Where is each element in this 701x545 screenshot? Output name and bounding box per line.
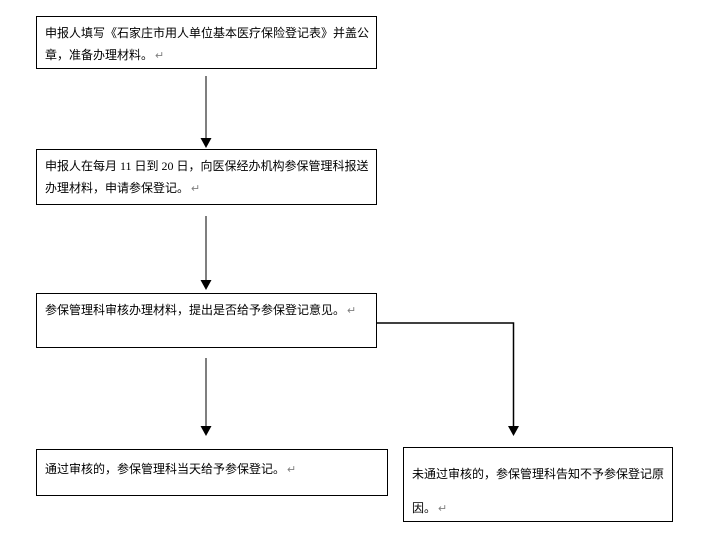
paragraph-return-mark: ↵ xyxy=(287,464,297,476)
arrow-head-review-to-rejected xyxy=(508,426,519,436)
step-text-line: 申报人在每月 11 日到 20 日，向医保经办机构参保管理科报送 xyxy=(45,159,369,173)
step-text: 因。 xyxy=(412,501,437,515)
paragraph-return-mark: ↵ xyxy=(438,503,448,515)
flow-step-submit-application: 申报人在每月 11 日到 20 日，向医保经办机构参保管理科报送 办理材料，申请… xyxy=(36,149,377,205)
paragraph-return-mark: ↵ xyxy=(347,305,357,317)
arrow-head-submit-to-review xyxy=(200,280,212,290)
step-text-line: 参保管理科审核办理材料，提出是否给予参保登记意见。↵ xyxy=(45,299,368,322)
step-text-line: 申报人填写《石家庄市用人单位基本医疗保险登记表》并盖公 xyxy=(45,26,370,40)
step-text: 通过审核的，参保管理科当天给予参保登记。 xyxy=(45,462,286,476)
flow-step-prepare-materials: 申报人填写《石家庄市用人单位基本医疗保险登记表》并盖公 章，准备办理材料。↵ xyxy=(36,16,377,69)
arrow-head-review-to-approved xyxy=(200,426,212,436)
step-text-line: 因。↵ xyxy=(412,491,664,526)
step-text-line: 未通过审核的，参保管理科告知不予参保登记原 xyxy=(412,467,665,481)
flow-step-approved-registration: 通过审核的，参保管理科当天给予参保登记。↵ xyxy=(36,449,388,496)
step-text: 章，准备办理材料。 xyxy=(45,48,154,62)
step-text-line: 章，准备办理材料。↵ xyxy=(45,44,368,67)
elbow-connector-review-to-rejected xyxy=(377,322,515,427)
paragraph-return-mark: ↵ xyxy=(155,50,165,62)
step-text: 办理材料，申请参保登记。 xyxy=(45,181,190,195)
step-text-line: 通过审核的，参保管理科当天给予参保登记。↵ xyxy=(45,458,379,481)
step-text-line: 办理材料，申请参保登记。↵ xyxy=(45,177,368,200)
arrow-head-prepare-to-submit xyxy=(200,138,212,148)
flow-step-review-materials: 参保管理科审核办理材料，提出是否给予参保登记意见。↵ xyxy=(36,293,377,348)
flow-step-rejected-notification: 未通过审核的，参保管理科告知不予参保登记原 因。↵ xyxy=(403,447,673,522)
step-text: 参保管理科审核办理材料，提出是否给予参保登记意见。 xyxy=(45,303,346,317)
paragraph-return-mark: ↵ xyxy=(191,183,201,195)
